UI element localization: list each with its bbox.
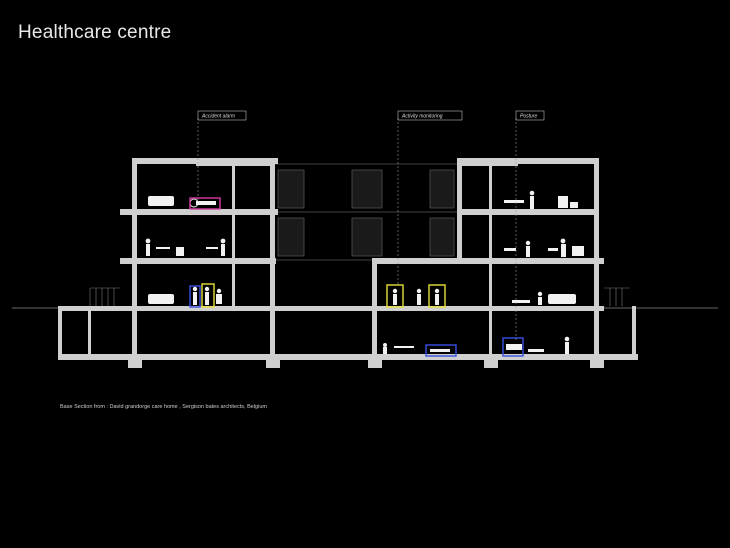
person-icon (216, 288, 222, 304)
person-icon (537, 291, 543, 305)
posture-box (425, 344, 457, 357)
sofa-icon (548, 294, 576, 304)
person-icon (383, 343, 387, 354)
person-icon (192, 286, 198, 305)
sensor-highlights (189, 197, 524, 357)
person-icon (525, 240, 531, 257)
occupants-and-furniture (145, 190, 584, 354)
foundations (128, 360, 604, 368)
monitoring-box (201, 283, 215, 308)
person-icon (220, 238, 226, 256)
posture-label: Posture (520, 114, 537, 120)
sofa-icon (148, 196, 174, 206)
person-icon (416, 288, 422, 305)
person-icon (145, 238, 151, 256)
person-icon (392, 288, 398, 305)
table-icon (156, 247, 170, 249)
person-icon (204, 286, 210, 305)
callout-leaders (197, 118, 517, 340)
monitoring-box (386, 284, 404, 308)
activity-monitoring-label: Activity monitoring (401, 114, 443, 120)
person-icon (434, 288, 440, 305)
monitoring-box (428, 284, 446, 308)
person-icon (529, 190, 535, 209)
person-icon (560, 238, 566, 257)
rear-elevation (271, 163, 461, 261)
accident-alarm-box (189, 197, 221, 210)
callout-tags (197, 110, 545, 121)
sofa-icon (148, 294, 174, 304)
page-title: Healthcare centre (18, 22, 172, 43)
railings (89, 287, 630, 306)
person-icon (564, 336, 570, 354)
accident-alarm-label: Accident alarm (201, 114, 235, 120)
posture-box (189, 285, 201, 308)
building-structure (58, 158, 638, 360)
source-caption: Base Section from : David grandorge care… (60, 404, 267, 410)
posture-box (502, 337, 524, 357)
